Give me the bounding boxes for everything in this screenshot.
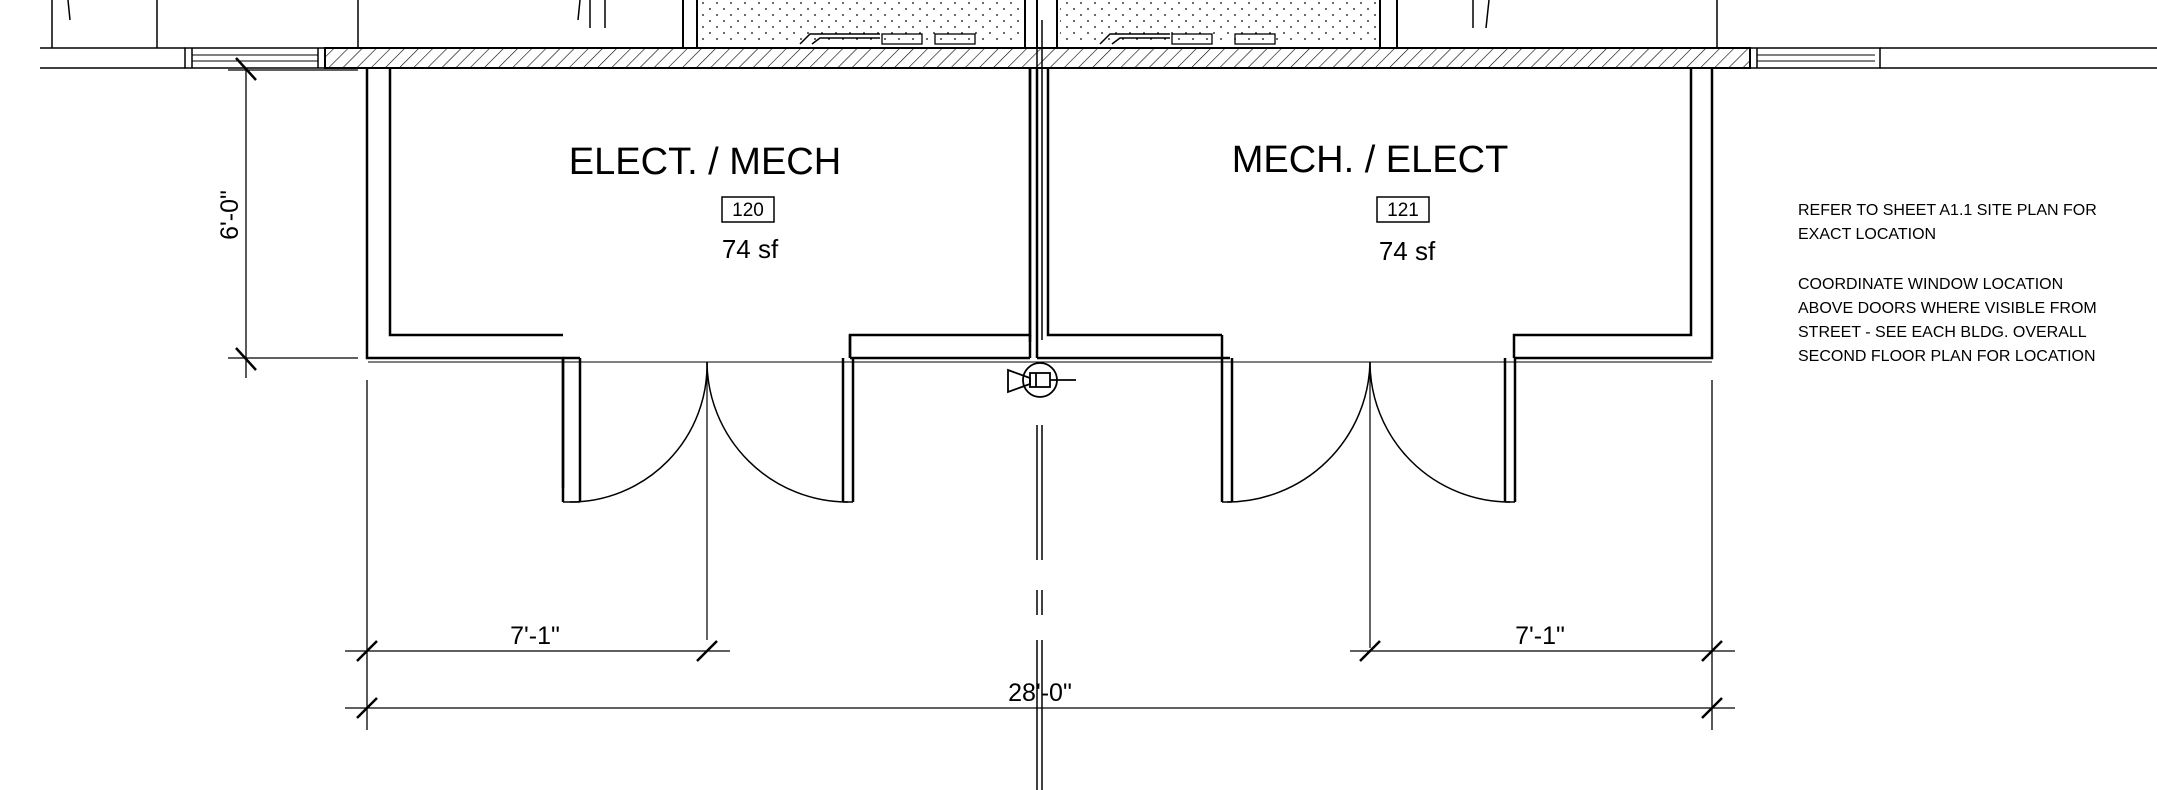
room-120-name: ELECT. / MECH [569, 141, 841, 183]
dimension-door-left-label: 7'-1" [510, 622, 560, 650]
room-121-number: 121 [1387, 200, 1419, 221]
room-121-walls [1035, 68, 1714, 503]
dimension-vertical-label: 6'-0" [216, 190, 244, 240]
dimension-door-right-label: 7'-1" [1515, 622, 1565, 650]
room-120-area: 74 sf [722, 234, 779, 264]
note-2-line-3: STREET - SEE EACH BLDG. OVERALL [1798, 324, 2087, 341]
room-121-name: MECH. / ELECT [1232, 139, 1509, 181]
hose-bib-icon [1007, 362, 1076, 398]
upper-spaces [51, 0, 1718, 48]
top-wall [40, 47, 2157, 69]
dimension-overall-label: 28'-0" [1008, 679, 1072, 707]
note-1-line-2: EXACT LOCATION [1798, 226, 1936, 243]
note-2-line-1: COORDINATE WINDOW LOCATION [1798, 276, 2063, 293]
general-notes: REFER TO SHEET A1.1 SITE PLAN FOR EXACT … [1798, 202, 2097, 365]
room-120-number-box [721, 196, 775, 223]
room-121-number-box [1376, 196, 1430, 223]
note-2-line-4: SECOND FLOOR PLAN FOR LOCATION [1798, 348, 2096, 365]
dimension-lines [228, 57, 1735, 730]
room-121-area: 74 sf [1379, 236, 1436, 266]
note-1-line-1: REFER TO SHEET A1.1 SITE PLAN FOR [1798, 202, 2097, 219]
note-2-line-2: ABOVE DOORS WHERE VISIBLE FROM [1798, 300, 2097, 317]
room-120-number: 120 [732, 200, 764, 221]
room-120-walls [365, 68, 1032, 503]
doors [368, 361, 1712, 648]
center-line [1036, 20, 1043, 790]
